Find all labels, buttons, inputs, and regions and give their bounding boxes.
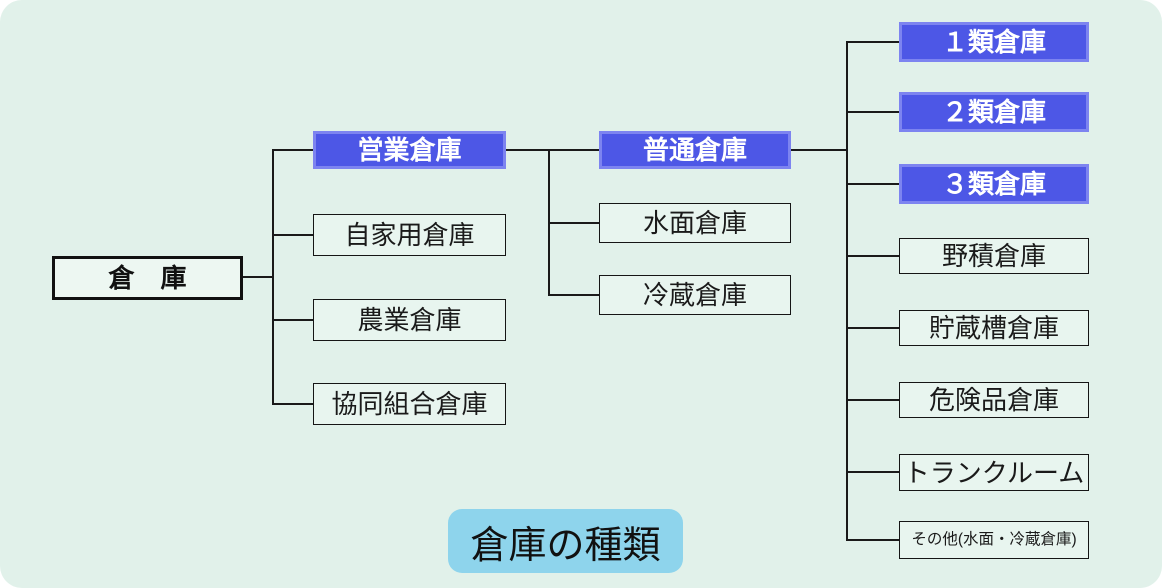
connector-futsu-trunk3 — [791, 149, 846, 151]
node-ordinary-warehouse: 普通倉庫 — [599, 131, 791, 169]
connector-eigyo-futsu — [506, 149, 599, 151]
node-trunk-room: トランクルーム — [899, 454, 1089, 491]
connector-trunk3-nozumi — [846, 255, 899, 257]
connector-trunk2-reizo — [548, 294, 599, 296]
connector-root-trunk1 — [243, 276, 273, 278]
node-class1-warehouse: １類倉庫 — [899, 22, 1089, 62]
connector-trunk3 — [846, 41, 848, 541]
node-water-surface-warehouse: 水面倉庫 — [599, 203, 791, 243]
connector-trunk1 — [272, 149, 274, 405]
node-dangerous-goods-warehouse: 危険品倉庫 — [899, 382, 1089, 418]
connector-trunk1-nogyo — [272, 319, 313, 321]
node-storage-tank-warehouse: 貯蔵槽倉庫 — [899, 310, 1089, 346]
node-class3-warehouse: ３類倉庫 — [899, 164, 1089, 204]
connector-trunk3-rui1 — [846, 41, 899, 43]
node-open-storage-warehouse: 野積倉庫 — [899, 238, 1089, 274]
connector-trunk3-sonota — [846, 539, 899, 541]
node-private-warehouse: 自家用倉庫 — [313, 214, 506, 256]
node-other-warehouse: その他(水面・冷蔵倉庫) — [899, 521, 1089, 559]
diagram-title-badge: 倉庫の種類 — [448, 509, 683, 573]
connector-trunk3-rui2 — [846, 111, 899, 113]
connector-trunk1-eigyo — [272, 149, 313, 151]
node-class2-warehouse: ２類倉庫 — [899, 92, 1089, 132]
connector-trunk3-trunkroom — [846, 471, 899, 473]
connector-trunk2-suimen — [548, 222, 599, 224]
node-warehouse-root: 倉 庫 — [52, 256, 243, 300]
connector-trunk1-jikayo — [272, 234, 313, 236]
connector-trunk3-chozoso — [846, 327, 899, 329]
connector-trunk1-kyodo — [272, 403, 313, 405]
node-agricultural-warehouse: 農業倉庫 — [313, 299, 506, 341]
connector-trunk3-kikenhin — [846, 399, 899, 401]
node-refrigerated-warehouse: 冷蔵倉庫 — [599, 275, 791, 315]
connector-trunk3-rui3 — [846, 183, 899, 185]
node-cooperative-warehouse: 協同組合倉庫 — [313, 383, 506, 425]
node-commercial-warehouse: 営業倉庫 — [313, 131, 506, 169]
